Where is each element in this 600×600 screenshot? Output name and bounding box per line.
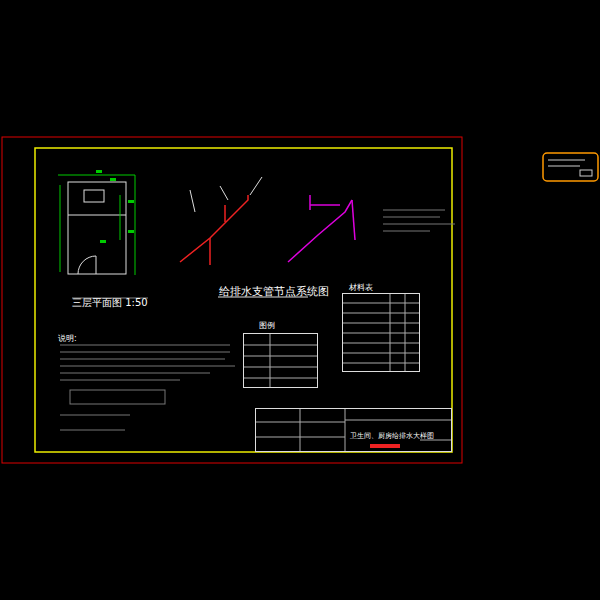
table-box: 材料表: [342, 293, 420, 372]
drawing-label: 三层平面图 1:50: [72, 296, 148, 310]
drawing-title: 给排水支管节点系统图: [219, 284, 329, 299]
table-heading: 卫生间、厨房给排水大样图: [350, 431, 434, 441]
table-heading: 材料表: [349, 282, 373, 293]
table-heading: 图例: [259, 320, 275, 331]
drawing-label: 说明:: [58, 333, 77, 344]
table-box: 卫生间、厨房给排水大样图: [255, 408, 452, 452]
table-box: 图例: [243, 333, 318, 388]
